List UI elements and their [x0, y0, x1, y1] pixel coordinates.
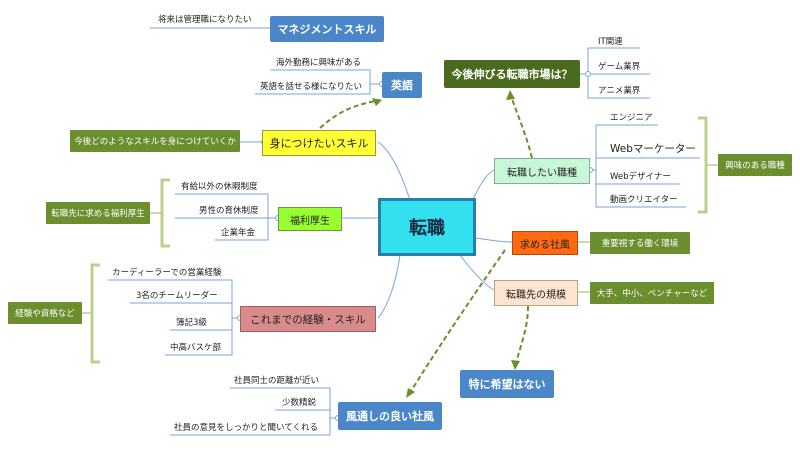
center-topic-label: 転職 [409, 218, 445, 239]
leaf-jobtype-2[interactable]: Webデザイナー [610, 172, 671, 182]
connector-center-skills [377, 141, 411, 201]
leaf-management-0[interactable]: 将来は管理職になりたい [158, 15, 252, 25]
branch-job-type[interactable]: 転職したい職種 [494, 158, 590, 184]
leaf-experience-2[interactable]: 簿記3級 [176, 318, 207, 328]
branch-scale[interactable]: 転職先の規模 [494, 280, 578, 306]
center-topic[interactable]: 転職 [378, 198, 476, 256]
leaf-jobtype-0[interactable]: エンジニア [610, 113, 653, 123]
dashed-arrow-to-market [509, 91, 533, 159]
branch-culture-label: 求める社風 [520, 239, 570, 251]
skills-note[interactable]: 今後どのようなスキルを身につけていくか [70, 130, 240, 152]
scale-note[interactable]: 大手、中小、ベンチャーなど [590, 282, 714, 304]
leaf-culture-1[interactable]: 少数精鋭 [282, 398, 317, 408]
connector-center-scale [459, 254, 495, 291]
leaf-market-0[interactable]: IT関連 [598, 37, 623, 47]
leaf-culture-2[interactable]: 社員の意見をしっかりと聞いてくれる [174, 423, 318, 433]
bracket-experience [90, 263, 100, 364]
leaf-jobtype-3[interactable]: 動画クリエイター [610, 195, 678, 205]
english-box[interactable]: 英語 [382, 72, 422, 98]
connector-center-culture [475, 237, 513, 243]
knob-market [585, 71, 591, 77]
scale-note-label: 大手、中小、ベンチャーなど [596, 289, 708, 299]
connector-welfare-leaves [175, 193, 278, 241]
dashed-arrow-to-english [319, 99, 381, 129]
bracket-welfare [160, 178, 170, 248]
market-label: 今後伸びる転職市場は？ [451, 68, 573, 81]
interest-note[interactable]: 興味のある職種 [718, 154, 792, 176]
branch-welfare-label: 福利厚生 [290, 215, 330, 227]
leaf-culture-0[interactable]: 社員同士の距離が近い [234, 376, 320, 386]
arrowhead-openculture [406, 388, 415, 398]
arrowhead-nopreference [511, 360, 520, 370]
leaf-experience-3[interactable]: 中高バスケ部 [170, 343, 222, 353]
management-skill-label: マネジメントスキル [277, 23, 377, 36]
management-skill-box[interactable]: マネジメントスキル [270, 16, 384, 42]
culture-note[interactable]: 重要視する働く環境 [590, 232, 690, 254]
leaf-jobtype-1[interactable]: Webマーケーター [610, 143, 696, 155]
connector-experience-leaves [108, 279, 240, 356]
branch-skills-label: 身につけたいスキル [269, 137, 369, 150]
branch-job-type-label: 転職したい職種 [507, 167, 577, 179]
connector-english-leaves [255, 69, 382, 95]
branch-culture[interactable]: 求める社風 [512, 231, 578, 255]
welfare-note-label: 転職先に求める福利厚生 [51, 209, 145, 219]
branch-skills[interactable]: 身につけたいスキル [262, 130, 376, 156]
bracket-jobtype [698, 116, 708, 214]
leaf-market-1[interactable]: ゲーム業界 [598, 62, 641, 72]
branch-experience[interactable]: これまでの経験・スキル [240, 306, 376, 332]
arrowhead-market [506, 90, 515, 100]
no-preference-box[interactable]: 特に希望はない [460, 370, 554, 398]
leaf-experience-0[interactable]: カーディーラーでの営業経験 [112, 268, 222, 278]
no-preference-label: 特に希望はない [468, 378, 546, 391]
connector-center-experience [377, 254, 401, 319]
leaf-english-0[interactable]: 海外勤務に興味がある [276, 58, 362, 68]
market-box[interactable]: 今後伸びる転職市場は？ [444, 60, 580, 88]
leaf-welfare-0[interactable]: 有給以外の休暇制度 [181, 182, 258, 192]
branch-scale-label: 転職先の規模 [506, 289, 566, 301]
dashed-arrow-to-nopreference [514, 305, 529, 369]
skills-note-label: 今後どのようなスキルを身につけていくか [74, 137, 236, 147]
arrowhead-english [372, 98, 382, 106]
leaf-experience-1[interactable]: 3名のチームリーダー [136, 291, 218, 301]
culture-note-label: 重要視する働く環境 [601, 239, 679, 249]
branch-experience-label: これまでの経験・スキル [250, 313, 366, 326]
leaf-market-2[interactable]: アニメ業界 [598, 86, 641, 96]
experience-note[interactable]: 経験や資格など [8, 302, 82, 324]
welfare-note[interactable]: 転職先に求める福利厚生 [46, 202, 150, 224]
english-label: 英語 [391, 79, 413, 92]
open-culture-label: 風通しの良い社風 [346, 410, 434, 423]
leaf-welfare-1[interactable]: 男性の育休制度 [199, 206, 259, 216]
leaf-welfare-2[interactable]: 企業年金 [221, 228, 256, 238]
leaf-english-1[interactable]: 英語を話せる様になりたい [260, 82, 363, 92]
experience-note-label: 経験や資格など [15, 309, 75, 319]
interest-note-label: 興味のある職種 [725, 161, 785, 171]
connector-jobtype-leaves [590, 124, 700, 208]
branch-welfare[interactable]: 福利厚生 [278, 207, 342, 231]
open-culture-box[interactable]: 風通しの良い社風 [338, 402, 442, 430]
